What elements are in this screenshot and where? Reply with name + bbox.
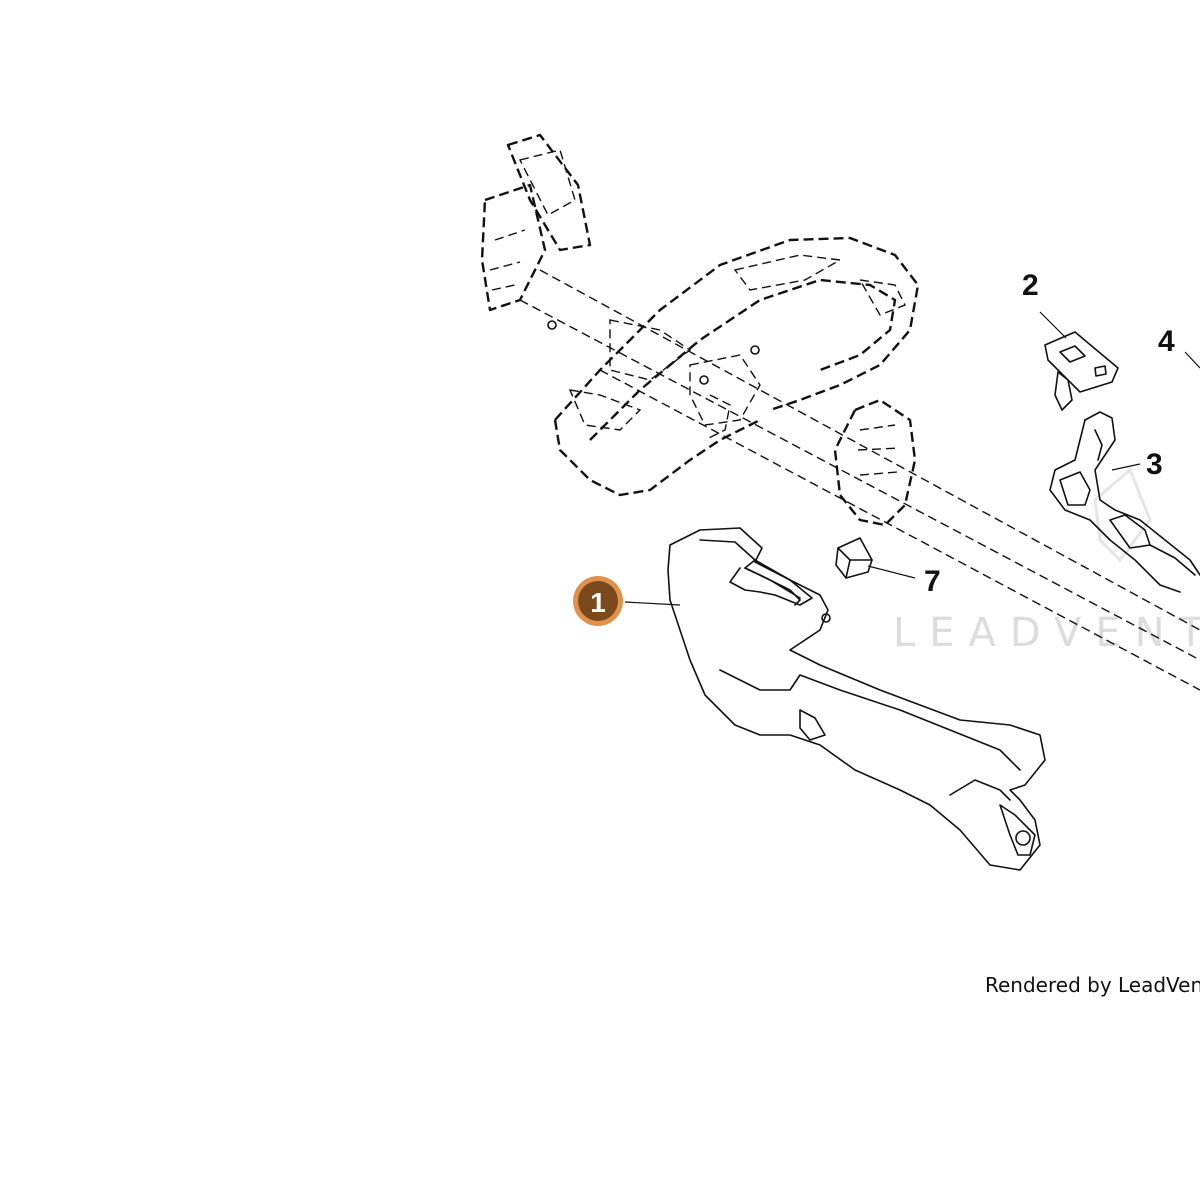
callout-7-label[interactable]: 7 [924,565,941,598]
leader-line-2 [1039,311,1067,339]
watermark-logo: LEADVENT [893,467,1200,656]
leader-line-3 [1111,463,1141,471]
callout-4-label[interactable]: 4 [1158,325,1175,358]
callout-1-badge[interactable]: 1 [573,576,623,626]
callout-3-label[interactable]: 3 [1146,448,1163,481]
render-credit: Rendered by LeadVenture, [985,973,1200,997]
part-3-housing-half [1049,411,1200,593]
watermark-text: LEADVENT [893,610,1200,656]
part-1-rear-handle-grip [624,527,1046,871]
shaft-dashed-lines [519,269,1200,691]
part-2-switch-lever [1039,311,1119,411]
callout-1-label: 1 [590,587,606,618]
part-4-leader [1184,351,1200,369]
loop-handle-assembly-ghost [480,133,920,527]
callout-2-label[interactable]: 2 [1022,269,1039,302]
leader-line-7 [867,565,916,579]
part-7-insert [835,537,916,579]
leader-line-1 [624,601,681,606]
